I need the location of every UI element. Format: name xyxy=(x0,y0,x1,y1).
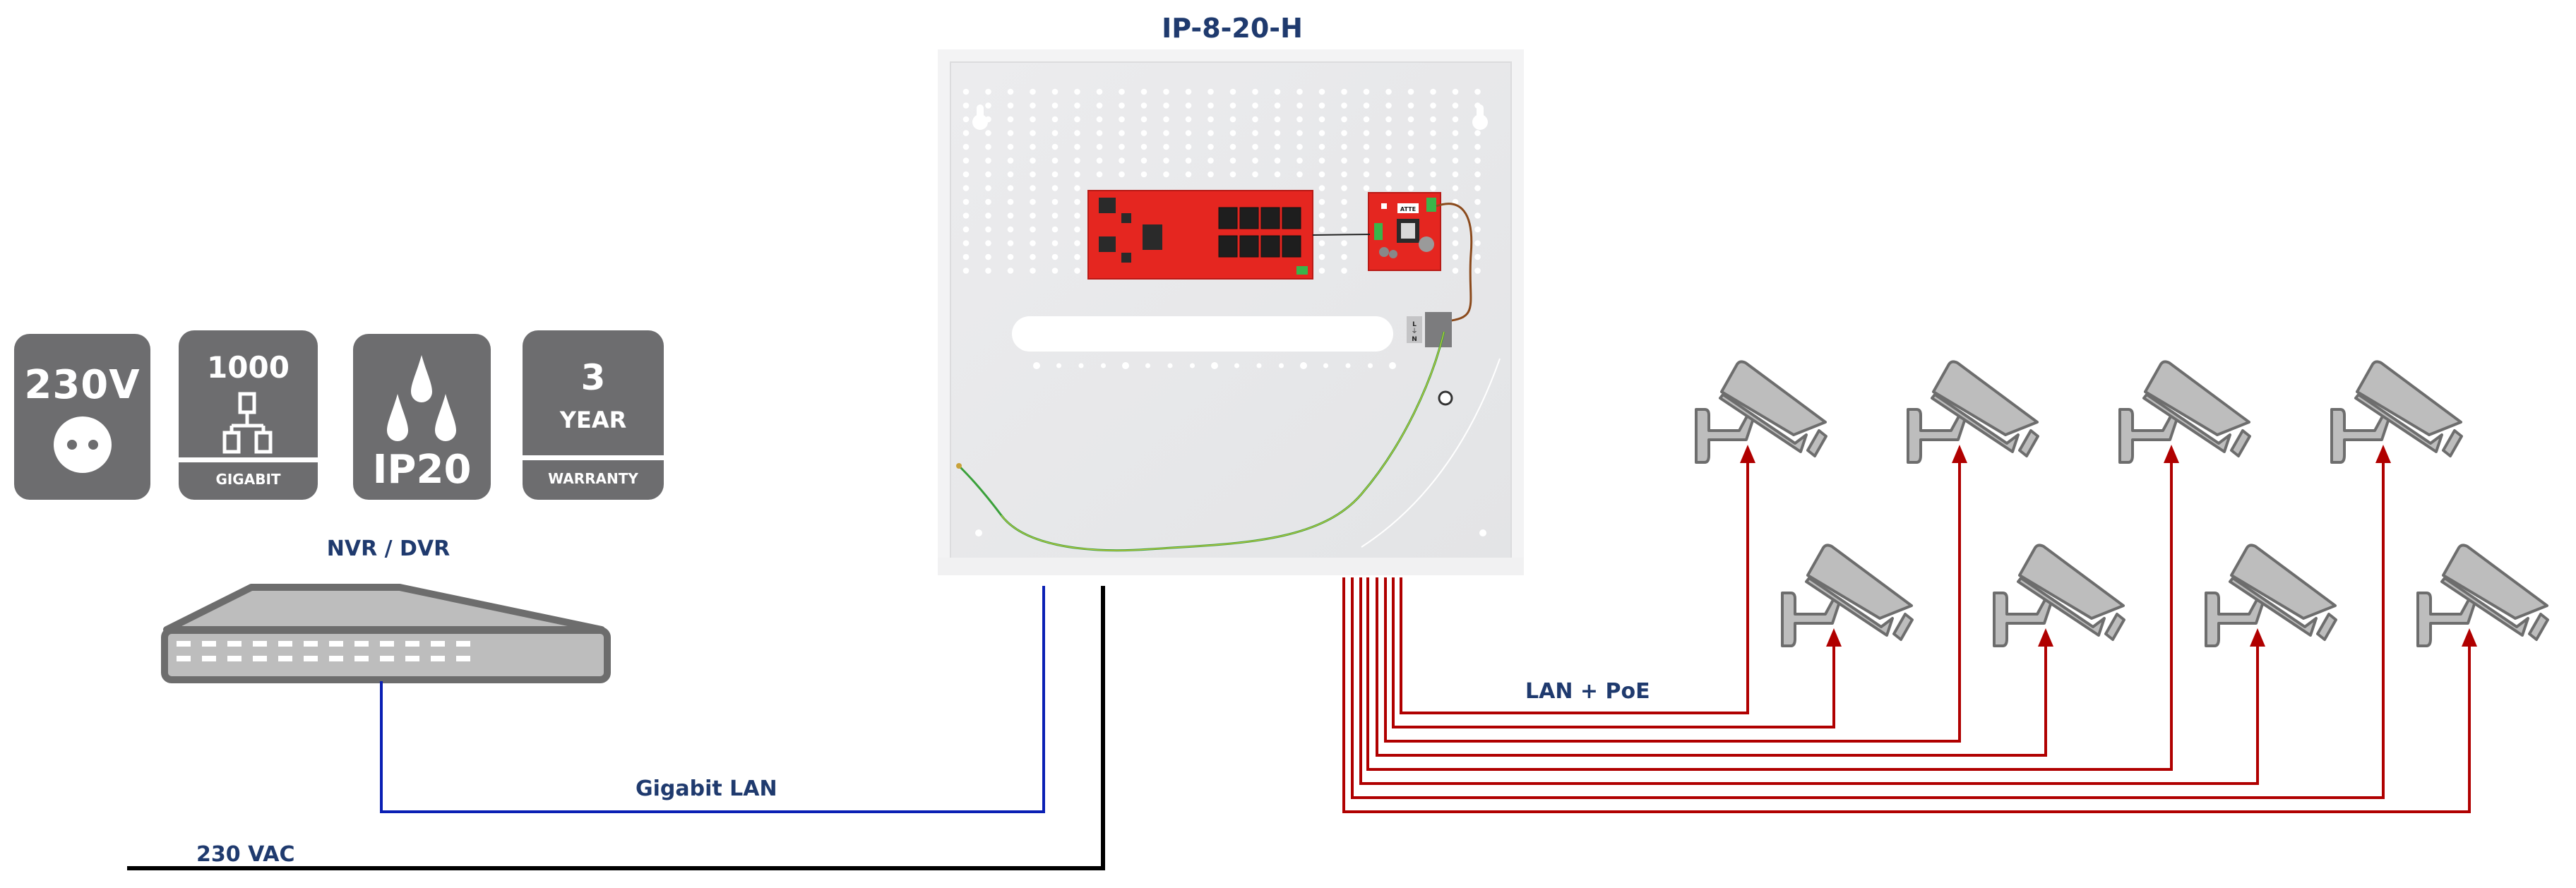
svg-text:L: L xyxy=(1412,321,1417,328)
power-supply-pcb: ATTE xyxy=(1368,192,1441,271)
enclosure-photo: ATTE L ⏚ N xyxy=(938,49,1524,575)
rj45-port xyxy=(1260,207,1280,229)
perforation-holes xyxy=(962,88,1481,369)
badge-230v-text: 230V xyxy=(24,362,141,408)
nvr-port xyxy=(253,641,267,647)
tamper-wire xyxy=(1361,358,1501,548)
psu-brand: ATTE xyxy=(1400,206,1416,212)
nvr-port xyxy=(354,641,369,647)
poe-cable xyxy=(1342,577,2471,813)
nvr-port xyxy=(329,641,343,647)
nvr-port xyxy=(227,656,242,661)
psu-dc-cable xyxy=(1312,234,1371,236)
nvr-dvr-icon xyxy=(161,584,611,683)
nvr-port xyxy=(380,641,394,647)
badge-gigabit-label: GIGABIT xyxy=(215,471,281,488)
badge-gigabit: 1000 GIGABIT xyxy=(179,330,318,500)
mount-holes xyxy=(975,529,1486,536)
nvr-port xyxy=(202,656,216,661)
power-socket-icon xyxy=(54,416,112,473)
badge-230v: 230V xyxy=(14,334,150,500)
nvr-port xyxy=(253,656,267,661)
gigabit-lan-label: Gigabit LAN xyxy=(636,776,777,801)
nvr-port xyxy=(177,656,191,661)
arrowhead-icon xyxy=(2462,628,2477,647)
nvr-port xyxy=(202,641,216,647)
cctv-camera-icon xyxy=(2205,544,2337,647)
arrowhead-icon xyxy=(2375,445,2391,463)
cctv-camera-icon xyxy=(1695,360,1827,464)
earth-lug xyxy=(956,463,962,469)
nvr-port xyxy=(405,656,419,661)
badge-ip20-text: IP20 xyxy=(372,447,472,493)
badge-divider xyxy=(523,455,664,460)
keyhole-mount-icon xyxy=(972,104,1488,130)
arrowhead-icon xyxy=(2250,628,2265,647)
water-drops-icon xyxy=(387,355,456,441)
nvr-port xyxy=(380,656,394,661)
nvr-port xyxy=(456,656,470,661)
nvr-port xyxy=(456,641,470,647)
nvr-port xyxy=(431,641,445,647)
cctv-camera-icon xyxy=(1781,544,1914,647)
mains-terminal-block: L ⏚ N xyxy=(1407,312,1452,347)
recorder-label: NVR / DVR xyxy=(326,536,451,561)
rj45-port xyxy=(1218,235,1238,258)
rj45-port xyxy=(1239,235,1259,258)
product-title: IP-8-20-H xyxy=(1162,13,1303,44)
nvr-port xyxy=(431,656,445,661)
svg-text:⏚: ⏚ xyxy=(1411,328,1417,335)
arrowhead-icon xyxy=(2038,628,2053,647)
rj45-port xyxy=(1239,207,1259,229)
nvr-port xyxy=(304,656,318,661)
badge-warranty: 3 YEAR WARRANTY xyxy=(523,330,664,500)
mains-brown-cable xyxy=(1436,203,1473,323)
cctv-camera-icon xyxy=(2330,360,2463,464)
rj45-port xyxy=(1260,235,1280,258)
rj45-port xyxy=(1218,207,1238,229)
arrowhead-icon xyxy=(1740,445,1755,463)
poe-cable xyxy=(1376,577,2047,757)
poe-cable xyxy=(1392,577,1835,728)
cctv-camera-icon xyxy=(1907,360,2039,464)
cable-slot xyxy=(1012,316,1393,352)
badge-warranty-label: WARRANTY xyxy=(548,470,638,487)
cctv-camera-icon xyxy=(1993,544,2125,647)
power-cable-230vac xyxy=(127,586,1105,870)
nvr-port xyxy=(329,656,343,661)
badge-divider xyxy=(179,457,318,462)
badge-ip20: IP20 xyxy=(353,334,491,500)
poe-label: LAN + PoE xyxy=(1525,679,1650,704)
arrowhead-icon xyxy=(1826,628,1842,647)
nvr-port xyxy=(304,641,318,647)
arrowhead-icon xyxy=(1952,445,1967,463)
poe-cable xyxy=(1359,577,2259,785)
badge-warranty-year-word: YEAR xyxy=(559,407,627,433)
nvr-port xyxy=(227,641,242,647)
power-label: 230 VAC xyxy=(196,842,295,867)
poe-switch-pcb xyxy=(1087,190,1313,280)
nvr-port xyxy=(354,656,369,661)
arrowhead-icon xyxy=(2164,445,2179,463)
network-icon xyxy=(222,392,273,454)
svg-text:N: N xyxy=(1412,336,1417,343)
cctv-camera-icon xyxy=(2118,360,2251,464)
badge-warranty-years: 3 xyxy=(580,357,606,398)
nvr-port xyxy=(278,641,292,647)
nvr-port xyxy=(177,641,191,647)
cable-grommet xyxy=(1438,390,1453,406)
camera-group xyxy=(1695,360,2549,647)
nvr-port xyxy=(405,641,419,647)
rj45-port xyxy=(1282,235,1301,258)
rj45-port xyxy=(1282,207,1301,229)
cctv-camera-icon xyxy=(2416,544,2549,647)
badge-gigabit-number: 1000 xyxy=(207,350,290,385)
nvr-port xyxy=(278,656,292,661)
